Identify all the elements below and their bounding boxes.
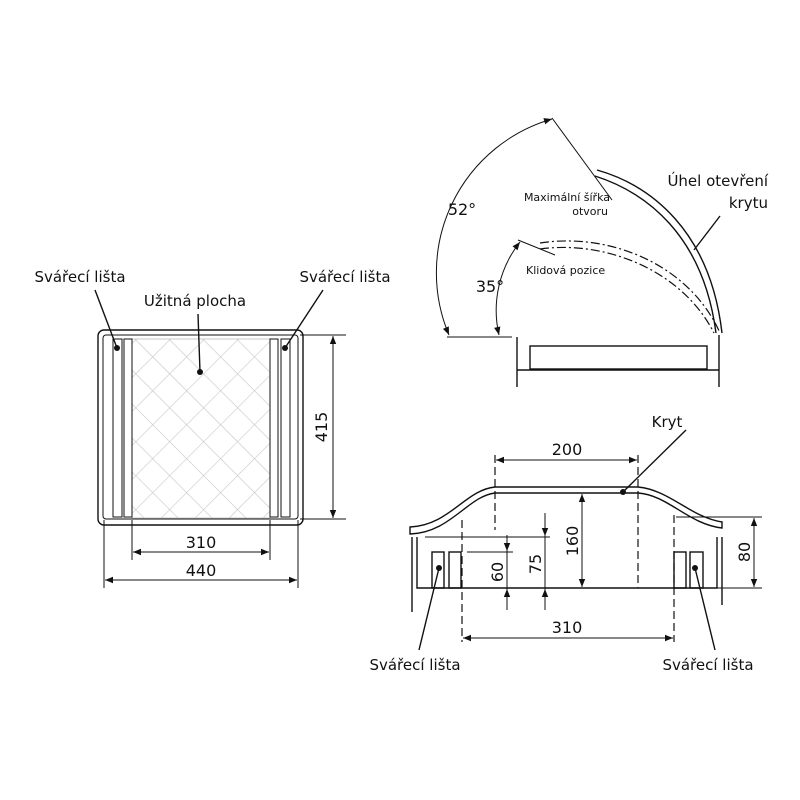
label-usable-area: Užitná plocha [144,292,246,310]
housing-section [411,537,723,612]
leader-line [197,313,201,373]
inner-frame [102,334,299,520]
label-right-strip: Svářecí lišta [299,268,390,286]
left-strip-2 [123,338,133,518]
label-right-strip-section: Svářecí lišta [662,656,753,674]
arc-52 [435,118,553,336]
dim-160: 160 [563,526,582,557]
dim-310-section: 310 [552,618,583,637]
dim-60: 60 [488,562,507,582]
section-view: 200 160 75 60 80 310 Kryt Svářecí lišta … [369,413,762,674]
side-view: 52° 35° Maximální šířka otvoru Klidová p… [435,117,769,387]
right-strip-2 [269,338,279,518]
right-strip [280,338,291,518]
cover-open [596,169,723,334]
dim-75: 75 [526,554,545,574]
dim-415: 415 [312,412,331,443]
arc-35 [494,241,521,336]
housing [516,335,720,387]
label-max-width-2: otvoru [572,205,608,218]
left-strip [112,338,123,518]
label-cover: Kryt [652,413,683,431]
dim-440: 440 [186,561,217,580]
plan-view: Svářecí lišta Svářecí lišta Užitná ploch… [34,268,391,588]
cover-rest [539,240,721,334]
label-max-width-1: Maximální šířka [524,191,610,204]
dim-80: 80 [735,542,754,562]
label-left-strip: Svářecí lišta [34,268,125,286]
dim-310: 310 [186,533,217,552]
label-opening-angle-2: krytu [729,194,768,212]
leader-line [284,289,324,349]
angle-52: 52° [448,200,476,219]
leader-line [94,289,118,349]
cover [409,486,723,535]
angle-35: 35° [476,277,504,296]
dim-200: 200 [552,440,583,459]
label-rest-position: Klidová pozice [526,264,605,277]
outer-frame [97,329,304,526]
label-opening-angle-1: Úhel otevření [667,171,768,190]
label-left-strip-section: Svářecí lišta [369,656,460,674]
usable-area [131,338,271,519]
